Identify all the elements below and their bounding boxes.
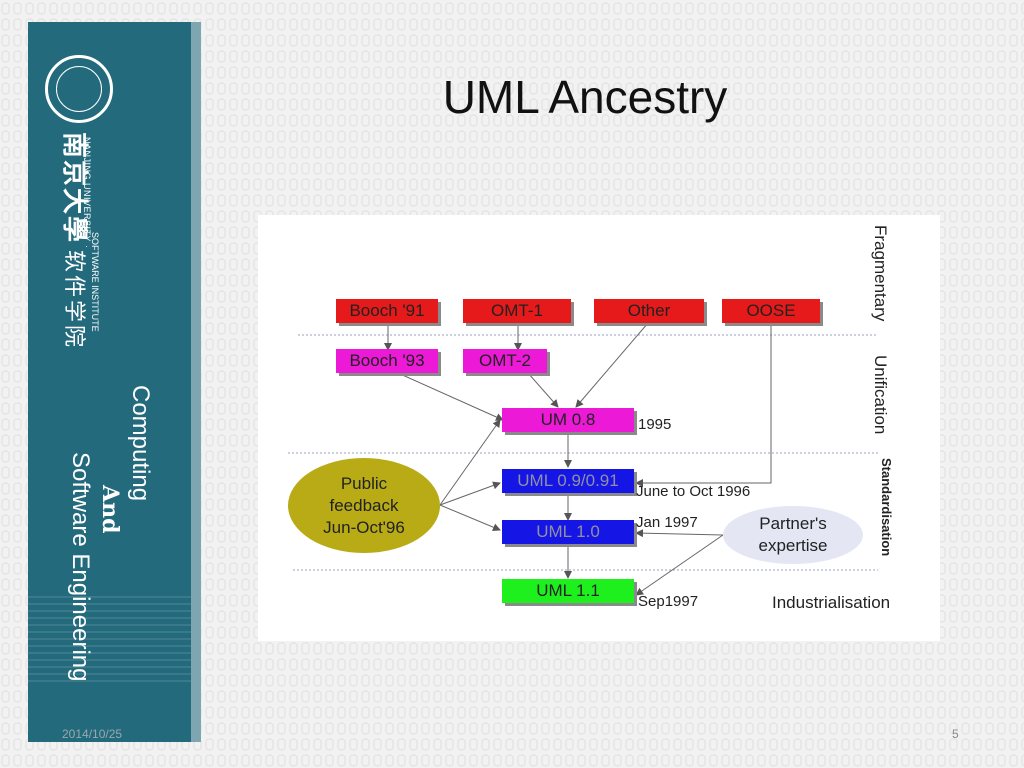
phase-separators bbox=[288, 334, 878, 571]
institute-name-cn: 软件学院 bbox=[62, 250, 87, 351]
partner-expertise-bubble: Partner's expertise bbox=[723, 506, 863, 564]
arrows bbox=[384, 322, 772, 596]
date-uml-10: Jan 1997 bbox=[636, 514, 698, 531]
public-feedback-bubble: Public feedback Jun-Oct'96 bbox=[288, 458, 440, 553]
phase-fragmentary: Fragmentary bbox=[871, 225, 890, 322]
node-uml-11: UML 1.1 bbox=[502, 579, 634, 603]
diagram-connectors bbox=[288, 322, 878, 596]
phase-industrialisation: Industrialisation bbox=[772, 593, 891, 612]
node-booch-91: Booch '91 bbox=[336, 299, 438, 323]
tagline-and: And bbox=[97, 485, 123, 534]
partner-expertise-line-1: Partner's bbox=[759, 514, 827, 533]
node-other: Other bbox=[594, 299, 704, 323]
university-seal-logo bbox=[45, 55, 113, 123]
node-omt-1: OMT-1 bbox=[463, 299, 571, 323]
tagline-software-engineering: Software Engineering bbox=[67, 452, 94, 682]
page-number: 5 bbox=[952, 727, 959, 741]
partner-expertise-line-2: expertise bbox=[758, 536, 828, 555]
node-booch-93: Booch '93 bbox=[336, 349, 438, 373]
slide-title: UML Ancestry bbox=[442, 71, 728, 123]
institute-name-en: SOFTWARE INSTITUTE bbox=[90, 232, 100, 332]
public-feedback-line-1: Public bbox=[340, 473, 388, 493]
node-omt-2: OMT-2 bbox=[463, 349, 547, 373]
node-uml-09: UML 0.9/0.91 bbox=[502, 469, 634, 493]
tagline-computing: Computing bbox=[127, 385, 154, 502]
node-um-08: UM 0.8 bbox=[502, 408, 634, 432]
slide-date: 2014/10/25 bbox=[62, 727, 123, 741]
date-uml-09: June to Oct 1996 bbox=[636, 483, 751, 500]
node-uml-10: UML 1.0 bbox=[502, 520, 634, 544]
public-feedback-line-2: feedback bbox=[329, 495, 399, 515]
phase-unification: Unification bbox=[871, 355, 890, 435]
date-uml-11: Sep1997 bbox=[638, 593, 699, 610]
node-oose: OOSE bbox=[722, 299, 820, 323]
date-um-08: 1995 bbox=[638, 416, 672, 433]
uml-ancestry-diagram: Booch '91 OMT-1 Other OOSE Booch '93 OMT… bbox=[258, 215, 940, 641]
phase-standardisation: Standardisation bbox=[879, 458, 894, 557]
public-feedback-line-3: Jun-Oct'96 bbox=[323, 517, 405, 537]
sidebar-panel bbox=[28, 22, 201, 742]
